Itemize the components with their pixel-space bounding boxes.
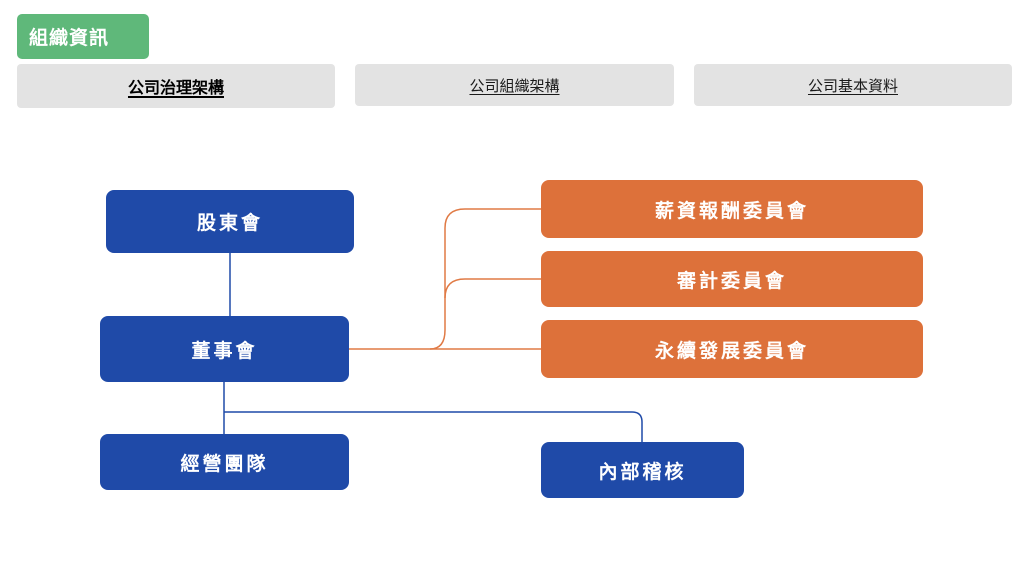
- node-compensation-committee: 薪資報酬委員會: [541, 180, 923, 238]
- node-internal-audit: 內部稽核: [541, 442, 744, 498]
- tab-label: 公司基本資料: [807, 76, 898, 95]
- connector-committee-trunk: [429, 208, 541, 350]
- tab-label: 公司治理架構: [127, 78, 224, 97]
- tab-organization-structure[interactable]: 公司組織架構: [355, 64, 674, 106]
- node-shareholders-meeting: 股東會: [106, 190, 354, 253]
- tab-company-basic-info[interactable]: 公司基本資料: [694, 64, 1012, 106]
- section-title: 組織資訊: [17, 14, 149, 59]
- node-management-team: 經營團隊: [100, 434, 349, 490]
- tab-label: 公司組織架構: [469, 76, 560, 95]
- node-board-of-directors: 董事會: [100, 316, 349, 382]
- node-audit-committee: 審計委員會: [541, 251, 923, 307]
- connector-audit-committee: [444, 278, 541, 299]
- tab-governance-structure[interactable]: 公司治理架構: [17, 64, 335, 108]
- node-sustainability-committee: 永續發展委員會: [541, 320, 923, 378]
